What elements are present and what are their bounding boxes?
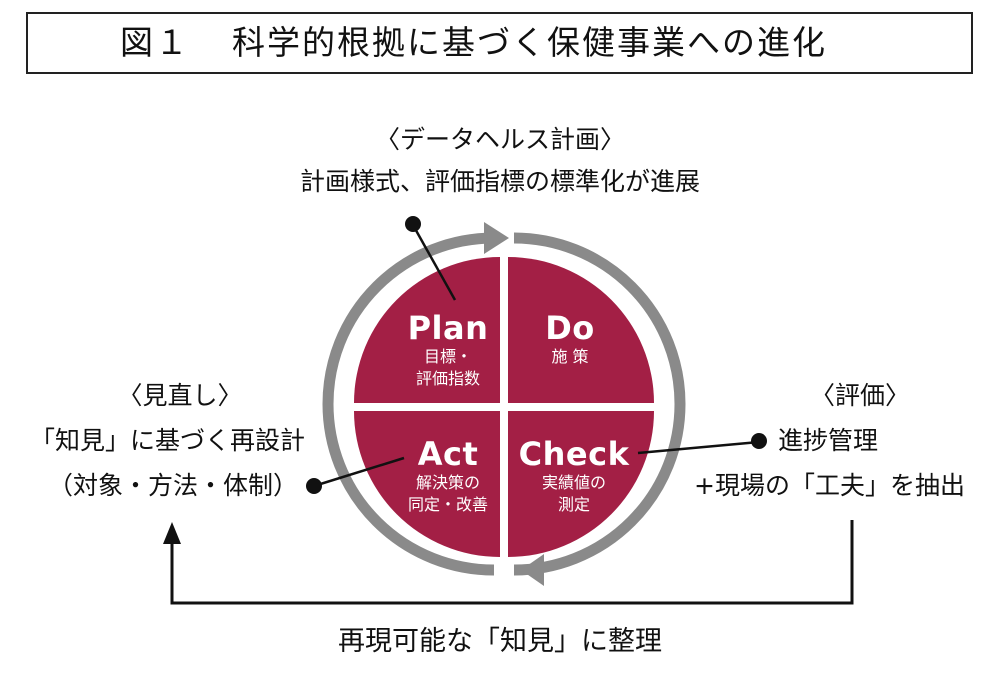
figure-number: 図１ [120, 23, 190, 62]
check-text-2: +現場の「工夫」を抽出 [694, 471, 965, 500]
do-sub-1: 施 策 [551, 347, 589, 366]
cycle-arrowhead-top [484, 222, 509, 254]
act-heading: 〈見直し〉 [117, 381, 243, 410]
plan-label-group: Plan 目標・ 評価指数 [393, 310, 503, 390]
act-sub-2: 同定・改善 [407, 495, 488, 514]
bottom-text: 再現可能な「知見」に整理 [338, 626, 662, 657]
check-sub-2: 測定 [557, 495, 590, 514]
plan-label: Plan [407, 309, 489, 347]
check-label: Check [518, 435, 630, 473]
plan-quadrant [354, 257, 500, 403]
do-label: Do [545, 309, 595, 347]
act-sub-1: 解決策の [415, 473, 480, 492]
do-quadrant [508, 257, 654, 403]
act-label-group: Act 解決策の 同定・改善 [393, 436, 503, 516]
plan-leader-line [411, 224, 457, 301]
plan-heading: 〈データヘルス計画〉 [374, 125, 625, 154]
feedback-arrow-line [170, 520, 854, 605]
check-leader-line [637, 440, 760, 455]
act-text-2: （対象・方法・体制） [48, 471, 299, 500]
plan-leader-dot [405, 216, 421, 232]
do-label-group: Do 施 策 [520, 310, 620, 368]
act-leader-line [313, 456, 405, 488]
cycle-ring-left [322, 232, 495, 576]
act-quadrant [354, 411, 500, 557]
check-heading: 〈評価〉 [809, 381, 910, 410]
plan-sub-2: 評価指数 [415, 369, 480, 388]
act-label: Act [417, 435, 479, 473]
check-leader-dot [751, 433, 767, 449]
act-leader-dot [306, 478, 322, 494]
check-quadrant [508, 411, 654, 557]
plan-text: 計画様式、評価指標の標準化が進展 [299, 167, 700, 196]
cycle-ring-right [513, 232, 686, 576]
check-sub-1: 実績値の [541, 473, 606, 492]
cycle-arrowhead-bottom [521, 554, 544, 586]
figure-title: 図１ 科学的根拠に基づく保健事業への進化 [26, 12, 973, 74]
feedback-arrowhead [163, 522, 181, 544]
check-label-group: Check 実績値の 測定 [511, 436, 637, 516]
act-text-1: 「知見」に基づく再設計 [30, 426, 306, 455]
check-text-1: 進捗管理 [778, 426, 879, 455]
plan-sub-1: 目標・ [423, 347, 472, 366]
figure-title-text: 科学的根拠に基づく保健事業への進化 [232, 23, 827, 62]
